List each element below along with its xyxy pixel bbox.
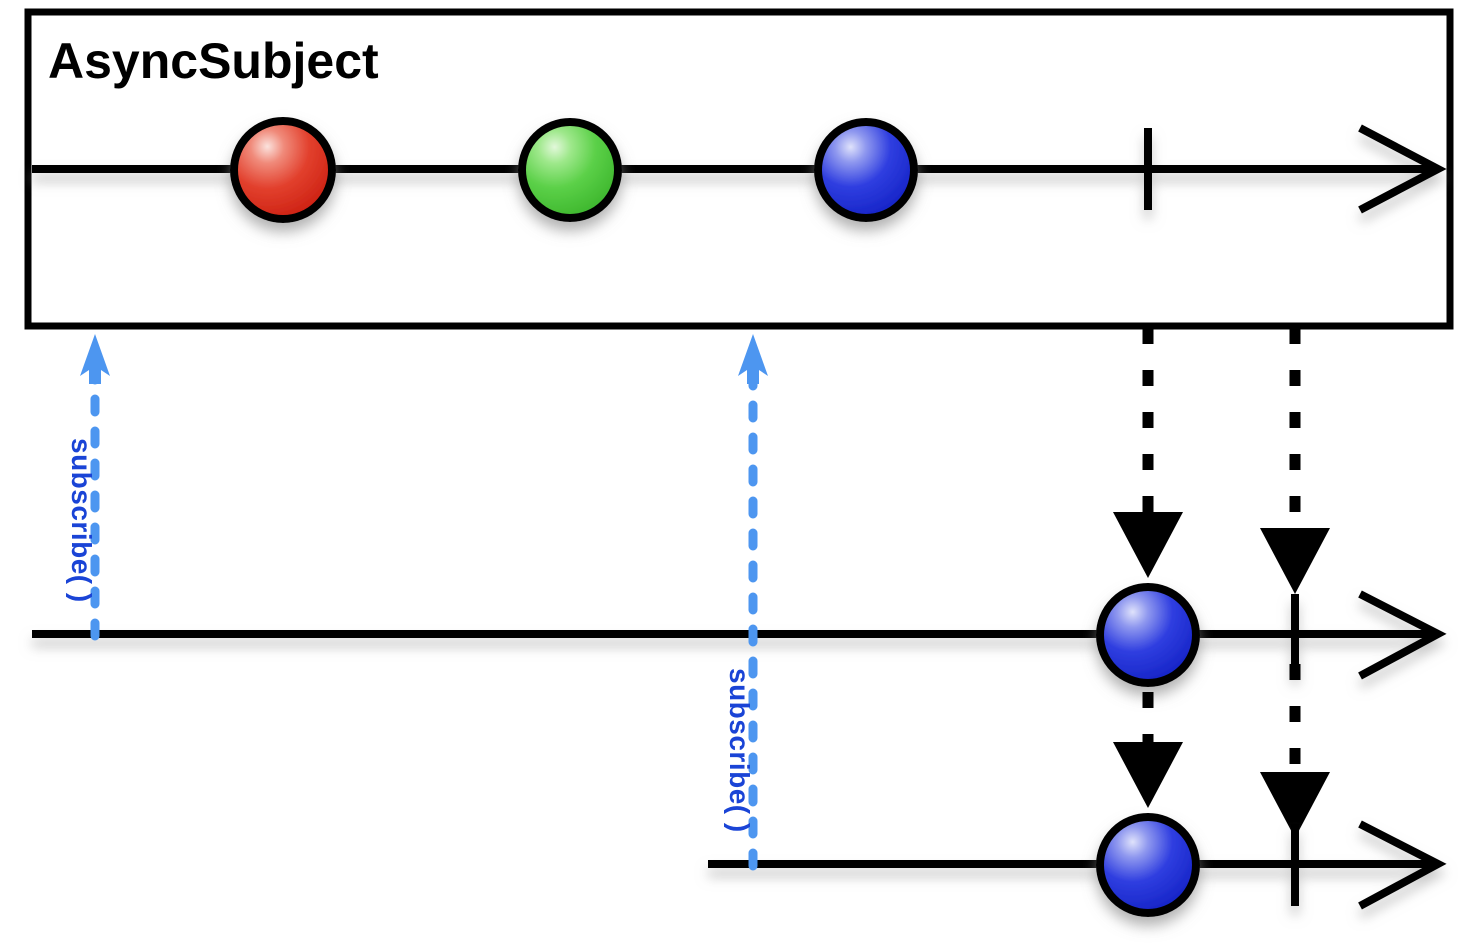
subscriber-2-arrowhead-icon: [1358, 820, 1447, 910]
subscribe-arrowhead-up-icon: [738, 334, 768, 384]
marble-blue-subscriber-1[interactable]: [1096, 583, 1200, 687]
page-title: AsyncSubject: [48, 33, 379, 89]
arrowhead-down-icon: [1260, 772, 1330, 838]
source-timeline-arrowhead-icon: [1358, 124, 1447, 214]
subscribe-arrowhead-up-icon: [80, 334, 110, 384]
emission-link-value-to-sub1: [1113, 328, 1183, 578]
subscriber-1-arrowhead-icon: [1358, 590, 1447, 680]
marble-blue-source[interactable]: [814, 118, 918, 222]
source-panel: AsyncSubject: [24, 8, 1454, 330]
marble-red[interactable]: [230, 117, 336, 223]
emission-link-value-to-sub2: [1113, 692, 1183, 808]
subscriber-1-timeline: [32, 583, 1447, 687]
arrowhead-down-icon: [1113, 512, 1183, 578]
subscribe-label-1: subscribe( ): [66, 438, 97, 603]
subscribe-arrow-1[interactable]: subscribe( ): [66, 334, 110, 641]
subscribe-label-2: subscribe( ): [724, 668, 755, 833]
emission-link-complete-to-sub1: [1260, 328, 1330, 594]
arrowhead-down-icon: [1260, 528, 1330, 594]
emission-link-complete-to-sub2: [1260, 664, 1330, 838]
arrowhead-down-icon: [1113, 742, 1183, 808]
subscribe-arrow-2[interactable]: subscribe( ): [724, 334, 768, 871]
marble-blue-subscriber-2[interactable]: [1096, 813, 1200, 917]
marble-green[interactable]: [518, 118, 622, 222]
subscriber-2-timeline: [708, 813, 1447, 917]
